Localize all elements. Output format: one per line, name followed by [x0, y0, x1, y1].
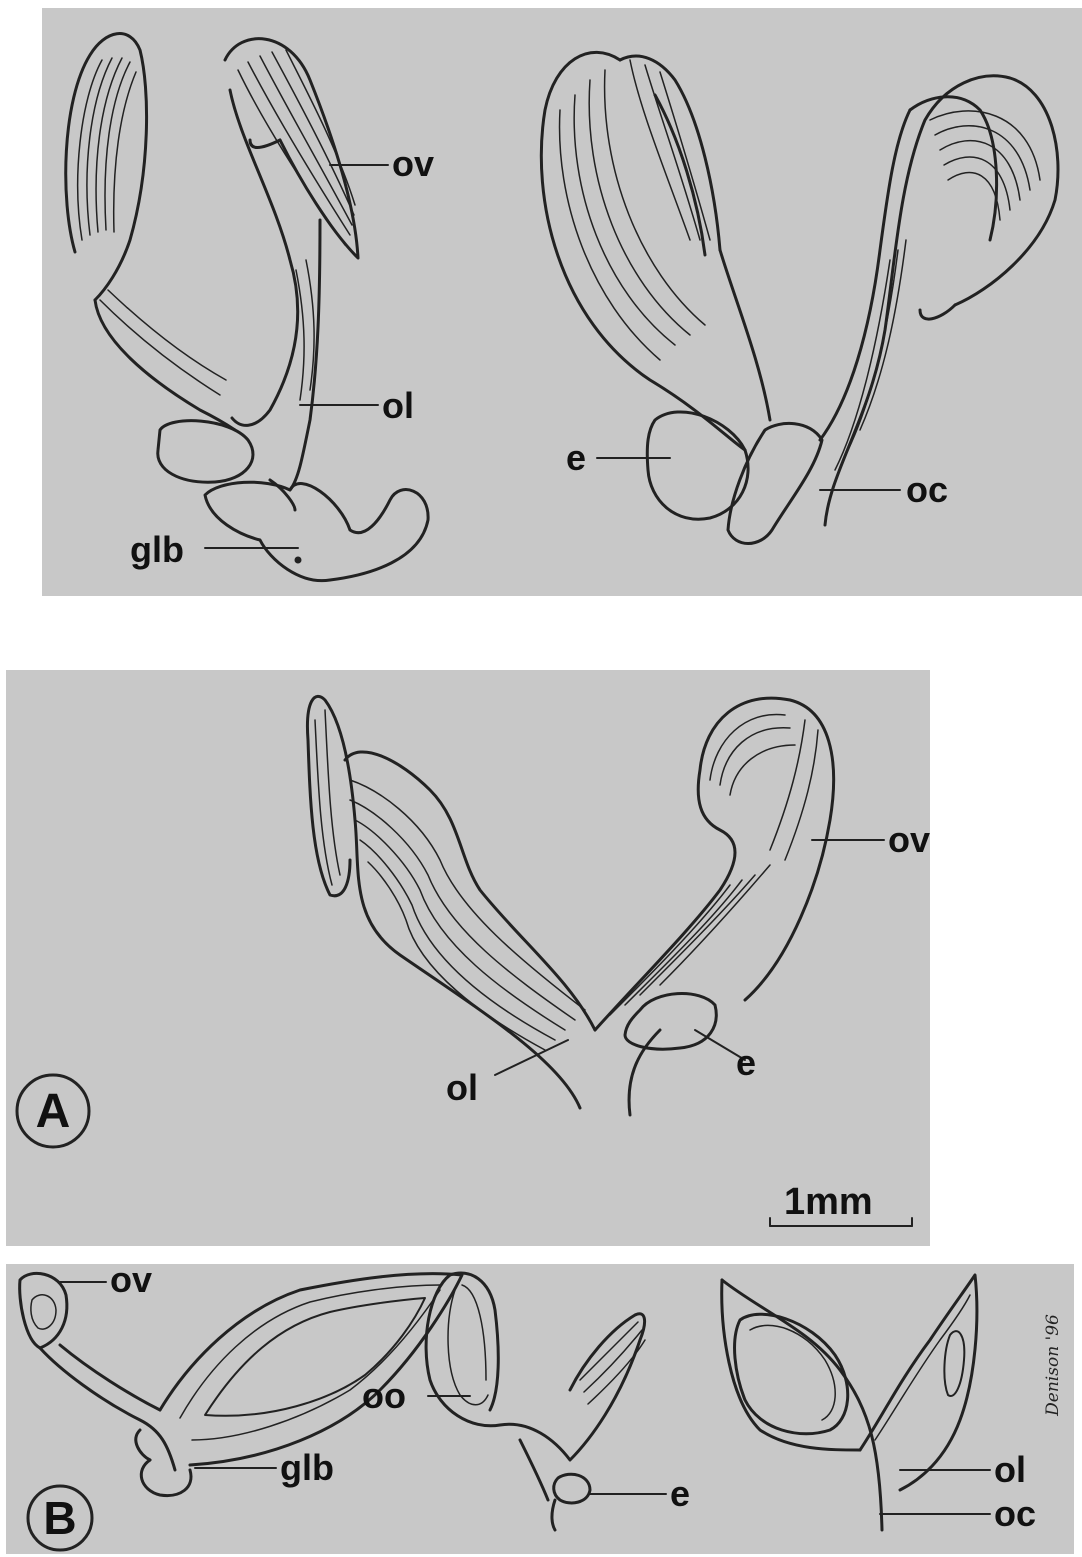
top-label-glb: glb — [130, 529, 184, 570]
top-label-ov: ov — [392, 143, 434, 184]
top-label-ol: ol — [382, 385, 414, 426]
panel-b-label-glb: glb — [280, 1447, 334, 1488]
panel-b-label-oc: oc — [994, 1493, 1036, 1534]
panel-b-leader-lines — [60, 1282, 990, 1514]
panel-b-letter: B — [43, 1492, 76, 1544]
panel-a-label-e: e — [736, 1042, 756, 1083]
panel-b-label-ov: ov — [110, 1259, 152, 1300]
top-left-ovary — [66, 34, 428, 581]
scale-bar-label: 1mm — [784, 1181, 873, 1223]
top-label-oc: oc — [906, 469, 948, 510]
svg-text:Denison '96: Denison '96 — [1043, 1314, 1063, 1417]
panel-a-label-ol: ol — [446, 1067, 478, 1108]
panel-b-middle-ovary — [426, 1273, 645, 1530]
top-label-e: e — [566, 437, 586, 478]
artist-signature: Denison '96 — [1043, 1314, 1063, 1417]
panel-b-label-ol: ol — [994, 1449, 1026, 1490]
panel-a-label-ov: ov — [888, 819, 930, 860]
panel-b-right-ovary — [722, 1275, 977, 1530]
panel-b-label-e: e — [670, 1473, 690, 1514]
top-right-ovary — [541, 52, 1058, 543]
top-leader-lines — [205, 165, 900, 548]
panel-a-letter: A — [36, 1085, 71, 1138]
panel-b-label-oo: oo — [362, 1375, 406, 1416]
